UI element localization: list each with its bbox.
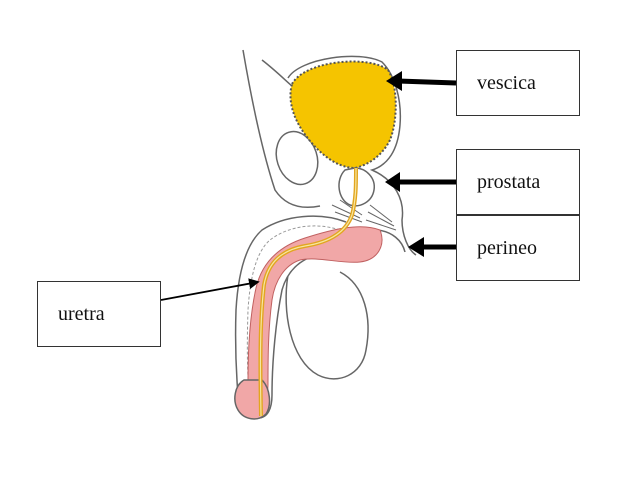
arrowhead-prostata: [385, 172, 400, 192]
pointer-arrows: [160, 71, 457, 301]
pelvic-outline: [242, 49, 321, 209]
label-uretra: uretra: [37, 281, 161, 347]
scrotum-outline: [285, 271, 369, 380]
label-prostata-text: prostata: [477, 170, 541, 193]
label-perineo: perineo: [456, 215, 580, 281]
abdominal-wall-outline: [261, 59, 293, 87]
bladder-surround-outline: [287, 55, 417, 256]
label-uretra-text: uretra: [58, 302, 105, 325]
pelvic-floor-fibres: [331, 199, 397, 231]
label-prostata: prostata: [456, 149, 580, 215]
bladder-shape: [289, 60, 397, 170]
glans: [234, 379, 271, 420]
arrowhead-perineo: [408, 237, 424, 257]
label-vescica-text: vescica: [477, 71, 536, 94]
penile-shaft-inner-line: [246, 225, 341, 393]
label-vescica: vescica: [456, 50, 580, 116]
arrow-vescica: [397, 78, 457, 86]
arrowhead-vescica: [386, 71, 402, 91]
pubic-bone: [275, 130, 319, 186]
arrow-uretra: [160, 278, 260, 301]
label-perineo-text: perineo: [477, 236, 537, 259]
urethra-line-core: [259, 167, 357, 417]
perineum-outline: [377, 229, 406, 253]
